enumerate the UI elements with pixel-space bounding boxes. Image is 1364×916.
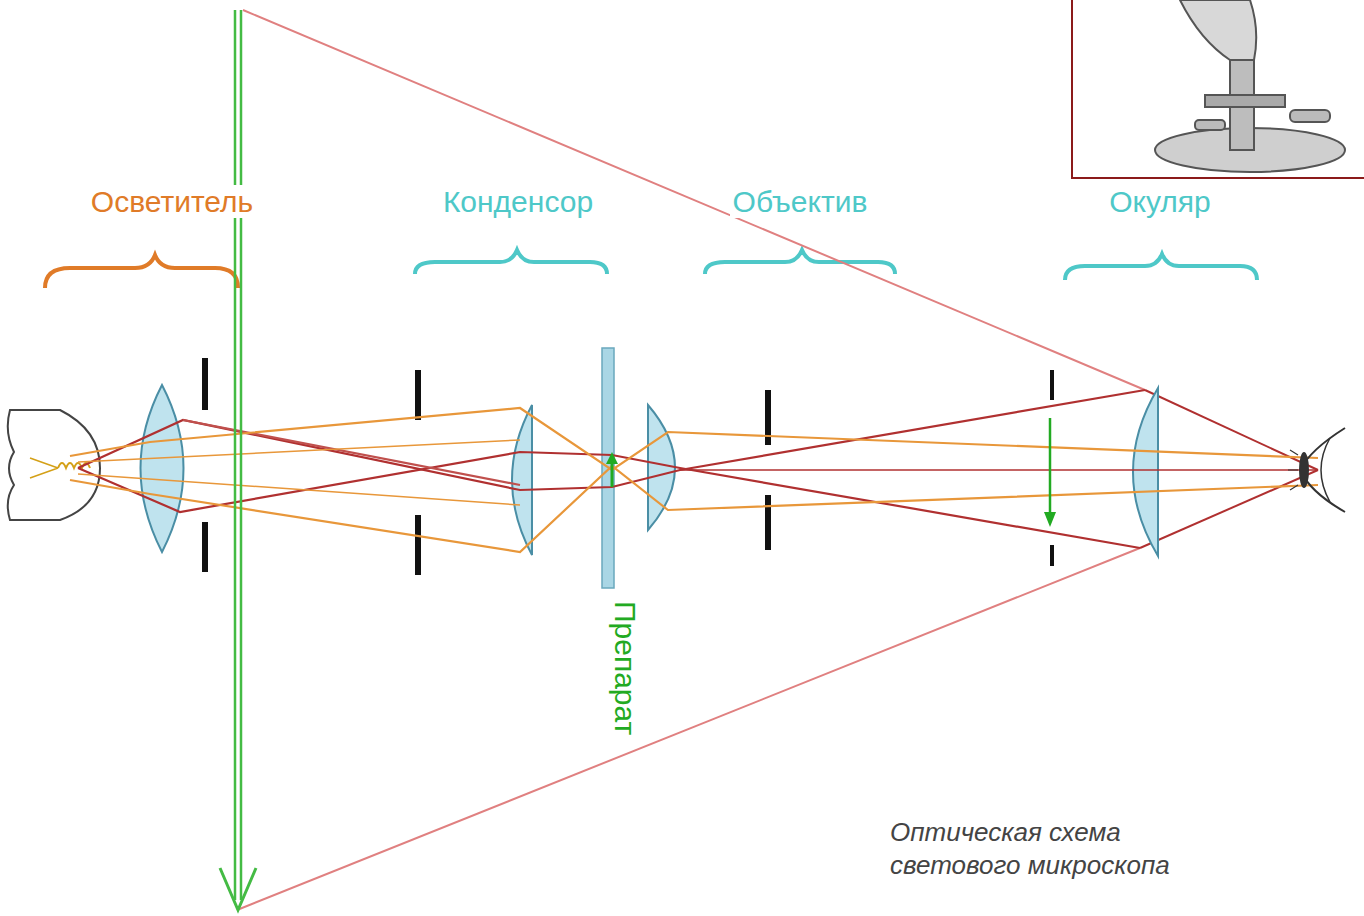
- rays: [70, 390, 1318, 552]
- eye-lid: [1321, 438, 1330, 502]
- intermediate-image-arrow: [1049, 418, 1052, 515]
- bracket: [45, 255, 238, 288]
- ray: [183, 420, 520, 485]
- condenser-lens: [512, 405, 532, 555]
- objective-lens: [648, 405, 675, 530]
- ray: [78, 452, 1140, 548]
- intermediate-arrowhead: [1044, 512, 1056, 527]
- diaphragm: [1050, 370, 1054, 400]
- diaphragm: [765, 495, 771, 550]
- ray: [243, 10, 1145, 390]
- microscope-arm: [1180, 0, 1256, 60]
- eye-outline: [1300, 428, 1345, 512]
- virtual-image-arrowhead: [220, 868, 256, 910]
- part-label: Объектив: [730, 185, 871, 218]
- eye: [1288, 428, 1345, 512]
- virtual-image-arrow: [234, 10, 237, 900]
- virtual-image-arrow: [240, 10, 243, 900]
- diaphragm: [202, 522, 208, 572]
- collector-lens: [141, 385, 184, 552]
- diaphragms: [205, 358, 1052, 575]
- ray: [78, 390, 1145, 490]
- ray: [1140, 470, 1318, 548]
- ray: [680, 469, 1318, 471]
- bracket: [1065, 254, 1257, 280]
- part-label: Осветитель: [88, 185, 256, 218]
- microscope-knob: [1195, 120, 1225, 130]
- part-label: Конденсор: [440, 185, 596, 218]
- ray: [78, 440, 520, 462]
- ray: [70, 466, 1318, 552]
- ray: [78, 474, 520, 505]
- inset-frame: [1072, 0, 1364, 178]
- diaphragm: [415, 515, 421, 575]
- microscope-knob: [1290, 110, 1330, 122]
- eye-pupil: [1299, 452, 1309, 488]
- microscope-stage: [1205, 95, 1285, 107]
- diaphragm: [415, 370, 421, 420]
- bracket: [705, 250, 895, 274]
- object-arrowhead: [606, 452, 618, 464]
- object-arrow: [611, 460, 614, 487]
- part-label: Окуляр: [1106, 185, 1214, 218]
- microscope-inset: [1072, 0, 1364, 178]
- eyepiece-lens: [1133, 388, 1158, 556]
- filament-lead: [30, 458, 58, 478]
- bracket: [415, 250, 607, 274]
- diaphragm: [1050, 545, 1054, 566]
- caption: Оптическая схема светового микроскопа: [890, 816, 1190, 881]
- specimen-label: Препарат: [609, 598, 642, 738]
- ray: [70, 408, 1318, 470]
- image-arrows: [220, 10, 1056, 910]
- eye-lashes: [1288, 450, 1298, 490]
- diaphragm: [202, 358, 208, 410]
- brackets: [45, 250, 1257, 288]
- virtual-image-rays: [237, 10, 1318, 910]
